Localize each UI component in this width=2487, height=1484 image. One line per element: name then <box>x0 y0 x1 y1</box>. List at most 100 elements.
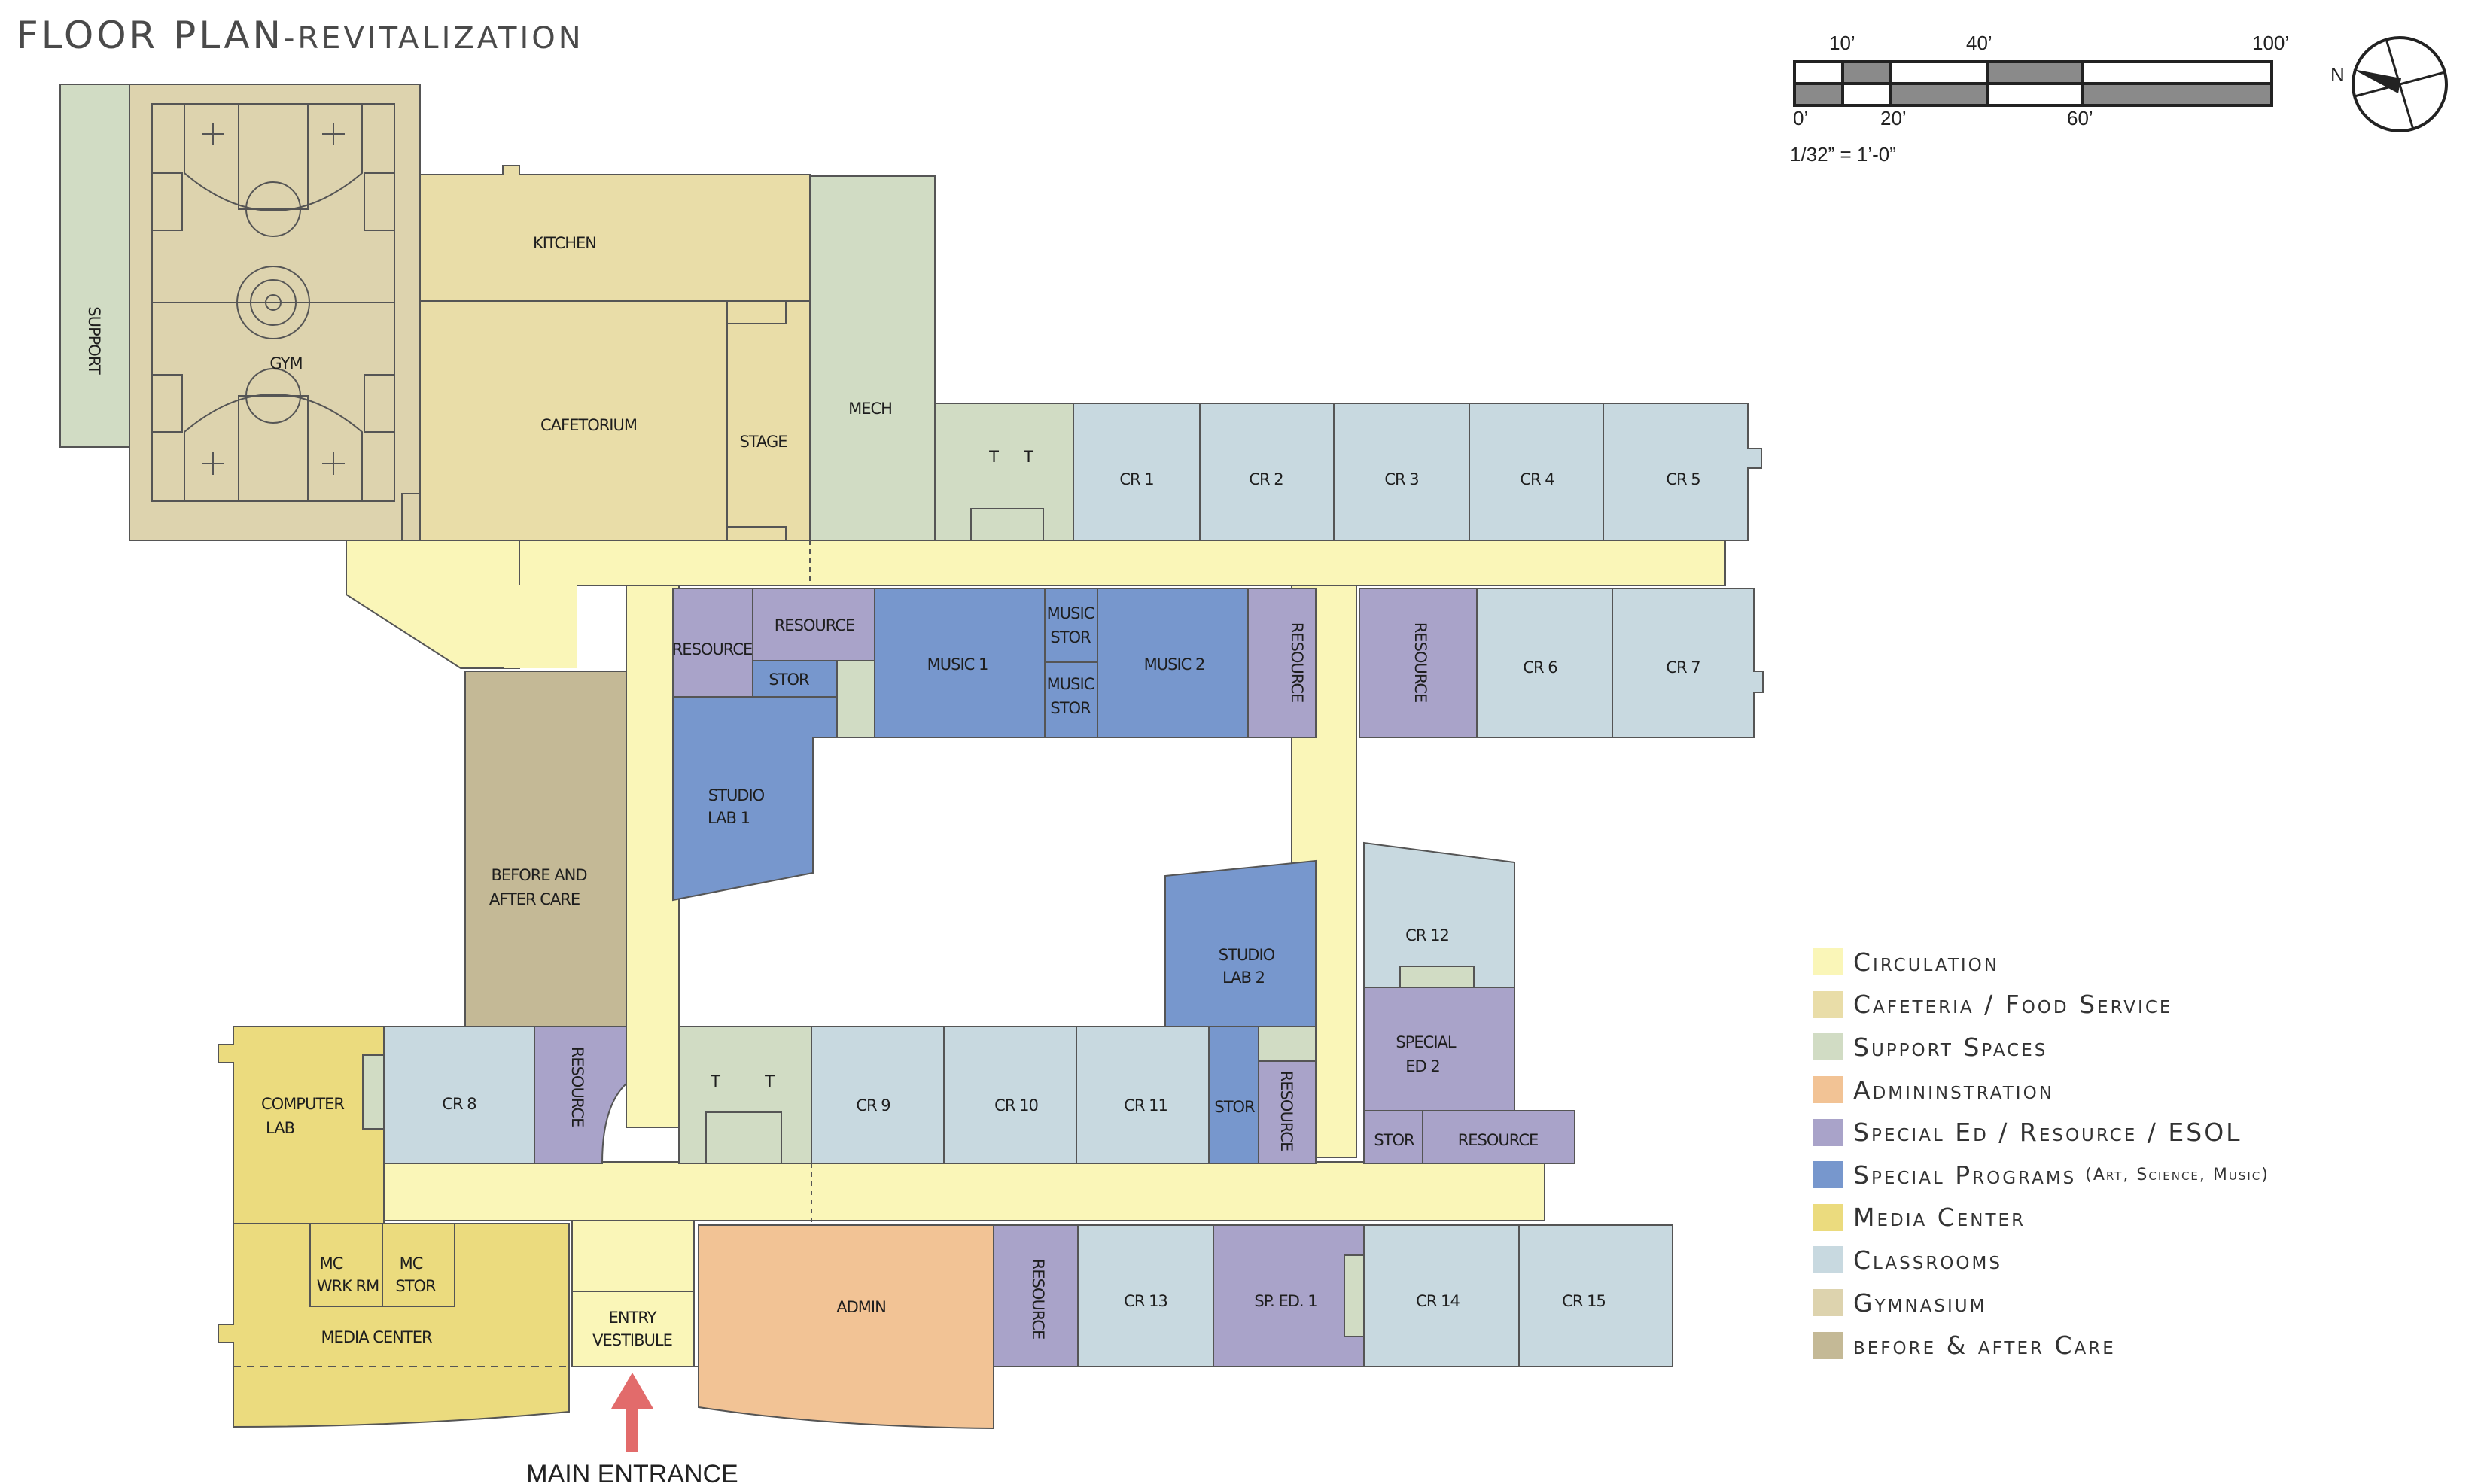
label-resource-h: RESOURCE <box>1458 1131 1539 1149</box>
room-resource-h <box>1422 1110 1575 1164</box>
label-mc-stor-b: STOR <box>395 1277 436 1295</box>
legend-swatch <box>1813 1161 1843 1189</box>
label-media-center: MEDIA CENTER <box>321 1328 432 1346</box>
compass-icon <box>2352 36 2448 132</box>
legend-label: Support Spaces <box>1853 1032 2048 1062</box>
label-cr9: CR 9 <box>856 1096 890 1115</box>
room-cr8 <box>383 1026 535 1164</box>
label-stor-a: STOR <box>769 671 809 689</box>
room-support <box>59 84 130 448</box>
label-music-stor-1a: MUSIC <box>1047 604 1094 622</box>
legend: Circulation Cafeteria / Food Service Sup… <box>1813 941 2269 1367</box>
legend-item-admin: Admininstration <box>1813 1069 2269 1111</box>
room-resource-a <box>672 588 753 698</box>
label-sp-ed1: SP. ED. 1 <box>1254 1292 1317 1310</box>
legend-label: Special Ed / Resource / ESOL <box>1853 1118 2242 1148</box>
legend-swatch <box>1813 1331 1843 1359</box>
room-resource-d <box>1359 588 1478 738</box>
room-cr1 <box>1073 403 1201 541</box>
room-stor-a <box>752 660 838 698</box>
label-studio-lab-1b: LAB 1 <box>708 809 750 827</box>
legend-label: before & after Care <box>1853 1330 2116 1361</box>
label-support: SUPPORT <box>85 306 103 375</box>
compass-north-label: N <box>2330 63 2345 86</box>
label-cr8: CR 8 <box>442 1095 476 1113</box>
room-media-center <box>218 1223 570 1428</box>
label-music2: MUSIC 2 <box>1144 655 1205 674</box>
legend-item-special-ed: Special Ed / Resource / ESOL <box>1813 1111 2269 1154</box>
legend-item-support: Support Spaces <box>1813 1026 2269 1069</box>
label-kitchen: KITCHEN <box>533 234 596 252</box>
toilet-fixture-bottom <box>705 1111 782 1164</box>
legend-item-circulation: Circulation <box>1813 941 2269 984</box>
label-gym: GYM <box>269 354 302 373</box>
room-music2 <box>1097 588 1249 738</box>
label-stor-c: STOR <box>1374 1131 1414 1149</box>
room-cr10 <box>943 1026 1077 1164</box>
room-cr9 <box>811 1026 945 1164</box>
label-cafetorium: CAFETORIUM <box>540 416 637 434</box>
room-computer-lab <box>218 1026 385 1224</box>
room-stage <box>726 300 811 541</box>
legend-item-before-after: before & after Care <box>1813 1324 2269 1367</box>
scale-bar <box>1793 60 2273 107</box>
room-stor-b <box>1208 1026 1259 1164</box>
label-resource-a: RESOURCE <box>672 640 753 658</box>
room-stor-c <box>1363 1110 1423 1164</box>
label-t2: T <box>1023 448 1033 466</box>
label-admin: ADMIN <box>836 1298 886 1316</box>
label-music1: MUSIC 1 <box>927 655 988 674</box>
legend-label: Admininstration <box>1853 1075 2054 1105</box>
plan-title-main: FLOOR PLAN <box>17 14 284 57</box>
label-cr15: CR 15 <box>1562 1292 1606 1310</box>
legend-label: Circulation <box>1853 947 1999 977</box>
label-mc-stor-a: MC <box>400 1254 423 1273</box>
label-computer-lab-b: LAB <box>266 1119 294 1137</box>
label-cr3: CR 3 <box>1384 470 1418 488</box>
room-cr3 <box>1333 403 1470 541</box>
legend-swatch <box>1813 948 1843 976</box>
legend-swatch <box>1813 990 1843 1018</box>
room-mc-stor <box>382 1223 455 1307</box>
room-resource-g <box>993 1224 1079 1367</box>
label-cr12: CR 12 <box>1405 926 1449 944</box>
legend-label: Special Programs <box>1853 1160 2077 1190</box>
plan-title: FLOOR PLAN-REVITALIZATION <box>17 14 584 57</box>
support-closet-stor <box>1258 1026 1317 1062</box>
scale-label-10: 10’ <box>1829 32 1855 54</box>
main-entrance-arrow <box>611 1373 653 1452</box>
label-before-after-a: BEFORE AND <box>491 866 586 884</box>
room-mech <box>809 175 936 541</box>
legend-label: Cafeteria / Food Service <box>1853 990 2173 1020</box>
label-mc-wrk-a: MC <box>320 1254 343 1273</box>
label-cr7: CR 7 <box>1666 658 1700 677</box>
room-cr14 <box>1363 1224 1520 1367</box>
label-resource-f: RESOURCE <box>1277 1071 1295 1151</box>
legend-swatch <box>1813 1289 1843 1317</box>
label-resource-b: RESOURCE <box>775 616 855 634</box>
legend-note: (Art, Science, Music) <box>2085 1165 2269 1184</box>
scale-label-100: 100’ <box>2252 32 2289 54</box>
legend-label: Media Center <box>1853 1203 2026 1233</box>
label-resource-c: RESOURCE <box>1288 622 1306 703</box>
label-t3: T <box>710 1072 720 1090</box>
label-resource-d: RESOURCE <box>1411 622 1429 703</box>
toilet-fixture-top <box>970 508 1044 541</box>
legend-item-media: Media Center <box>1813 1197 2269 1239</box>
room-music-stor-2 <box>1044 661 1098 738</box>
room-gym <box>129 84 421 541</box>
label-mc-wrk-b: WRK RM <box>317 1277 379 1295</box>
room-before-after-care <box>464 671 627 1029</box>
legend-item-cafeteria: Cafeteria / Food Service <box>1813 984 2269 1026</box>
legend-swatch <box>1813 1076 1843 1104</box>
label-entry-b: VESTIBULE <box>592 1331 672 1349</box>
room-cr7 <box>1612 588 1764 738</box>
room-resource-c <box>1247 588 1317 738</box>
room-resource-e <box>534 1026 627 1164</box>
label-cr1: CR 1 <box>1119 470 1153 488</box>
label-music-stor-2a: MUSIC <box>1047 675 1094 693</box>
label-before-after-b: AFTER CARE <box>489 890 580 908</box>
support-closet-a <box>836 660 875 738</box>
room-kitchen <box>419 165 811 302</box>
